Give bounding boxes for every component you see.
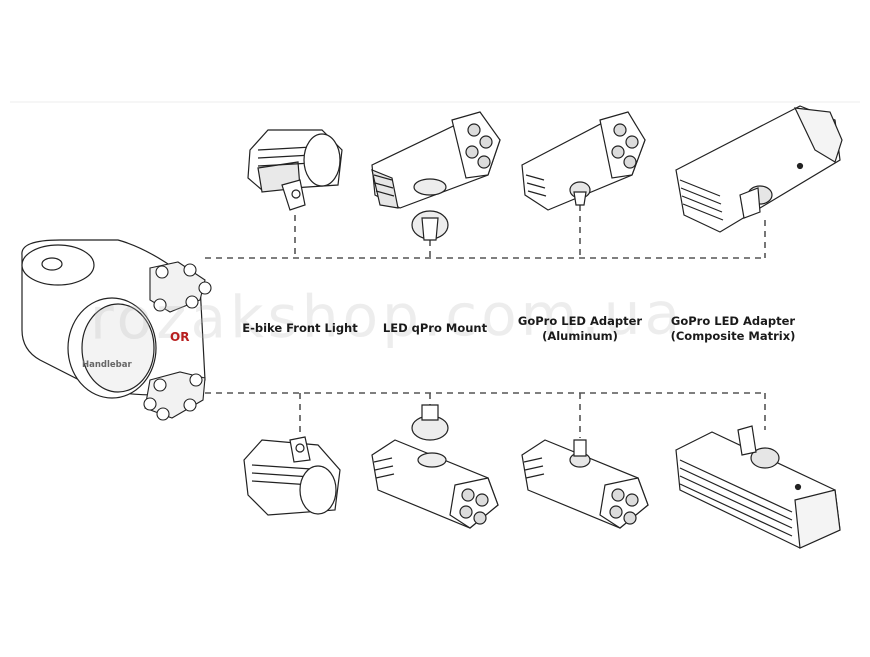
- gopro-composite-label: GoPro LED Adapter (Composite Matrix): [668, 314, 798, 344]
- ebike-front-light-label: E-bike Front Light: [242, 321, 358, 335]
- gopro-alu-light-top: [521, 111, 646, 211]
- handlebar-stem: [21, 239, 206, 399]
- gopro-aluminum-label: GoPro LED Adapter (Aluminum): [515, 314, 645, 344]
- or-label: OR: [170, 330, 190, 344]
- clamp-bottom: [143, 371, 206, 421]
- gopro-composite-light-top: [675, 105, 843, 233]
- clamp-top: [149, 261, 212, 313]
- qpro-light-bottom: [371, 404, 499, 529]
- ebike-light-bottom: [243, 436, 341, 516]
- led-qpro-mount-label: LED qPro Mount: [382, 321, 488, 335]
- handlebar-label: Handlebar: [82, 360, 132, 370]
- gopro-aluminum-line1: GoPro LED Adapter: [517, 314, 643, 328]
- connector-lines: [205, 205, 766, 438]
- ebike-light-top: [247, 129, 343, 211]
- gopro-aluminum-line2: (Aluminum): [542, 329, 618, 343]
- gopro-composite-line1: GoPro LED Adapter: [670, 314, 796, 328]
- gopro-alu-light-bottom: [521, 439, 649, 529]
- gopro-composite-line2: (Composite Matrix): [670, 329, 796, 343]
- qpro-light-top: [371, 111, 501, 241]
- gopro-composite-light-bottom: [675, 425, 841, 549]
